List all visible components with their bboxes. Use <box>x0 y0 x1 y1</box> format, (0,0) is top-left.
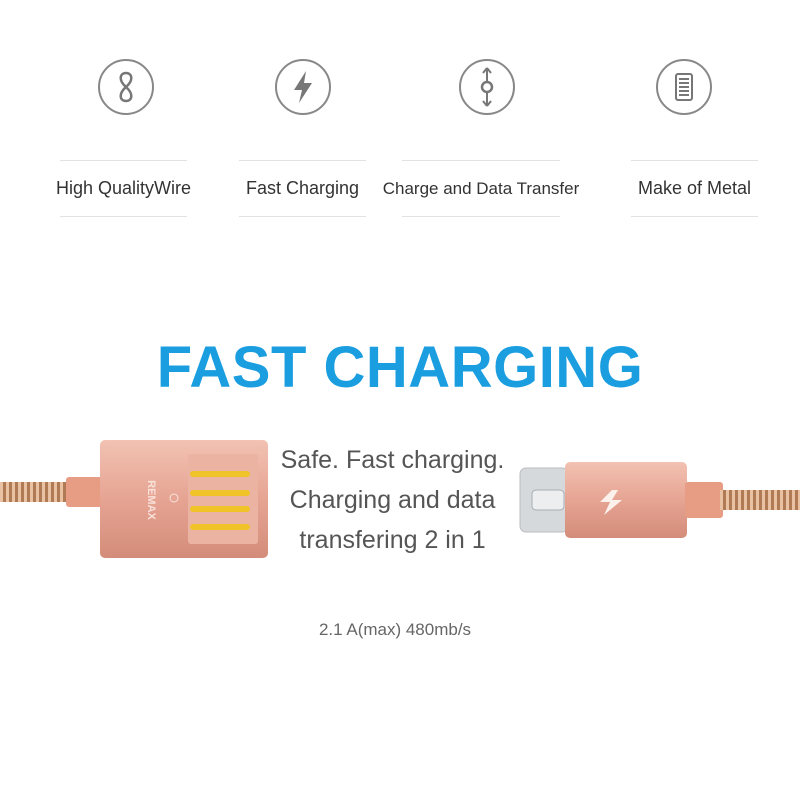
feature-label-charge-data-transfer: Charge and Data Transfer <box>383 160 579 217</box>
feature-label-fast-charging: Fast Charging <box>239 160 366 217</box>
left-strain-relief <box>66 477 102 507</box>
spec-text: 2.1 A(max) 480mb/s <box>318 620 472 639</box>
cable-illustration: REMAX <box>0 440 800 558</box>
metal-coil-icon <box>655 58 713 116</box>
description-line-3: transfering 2 in 1 <box>299 526 486 554</box>
feature-label-high-quality-wire: High QualityWire <box>56 160 191 217</box>
description-line-1: Safe. Fast charging. <box>280 446 505 474</box>
feature-description: Safe. Fast charging. Charging and data t… <box>270 440 515 560</box>
right-strain-relief <box>685 482 723 518</box>
lightning-icon <box>274 58 332 116</box>
description-line-2: Charging and data <box>289 486 496 514</box>
left-coil-cable <box>0 482 70 502</box>
data-transfer-icon <box>458 58 516 116</box>
brand-mark: REMAX <box>145 480 157 520</box>
right-coil-cable <box>720 490 800 510</box>
infinity-icon <box>97 58 155 116</box>
feature-label-make-of-metal: Make of Metal <box>631 160 758 217</box>
usb-c-connector <box>519 462 687 538</box>
headline: FAST CHARGING <box>156 335 644 400</box>
lightning-mark-icon <box>600 490 622 515</box>
usb-a-connector: REMAX <box>100 440 268 558</box>
